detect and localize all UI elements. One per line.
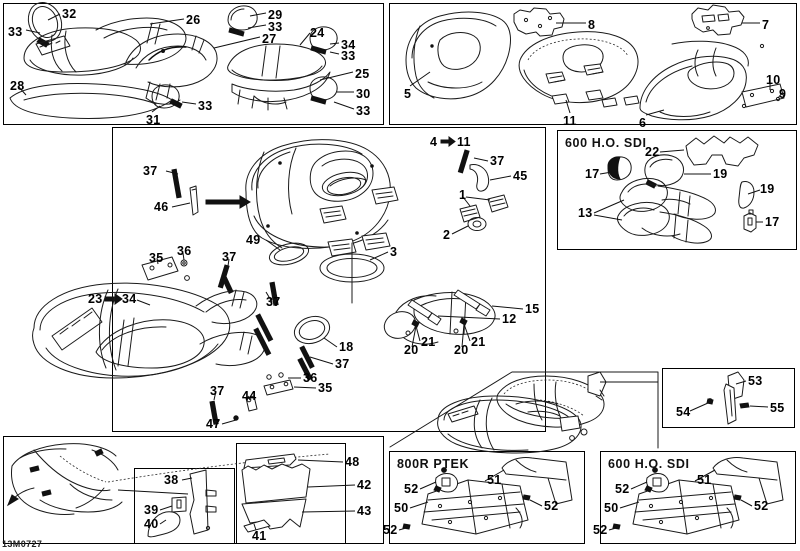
callout-17-b: 17 [765, 215, 780, 229]
callout-40: 40 [144, 517, 159, 531]
callout-25: 25 [355, 67, 370, 81]
sheet-code: 13M0727 [2, 539, 43, 549]
callout-15: 15 [525, 302, 540, 316]
callout-33e: 33 [198, 99, 213, 113]
callout-43: 43 [357, 504, 372, 518]
panel-53-55 [662, 368, 795, 428]
callout-4: 4 [430, 135, 438, 149]
callout-37-c: 37 [222, 250, 237, 264]
callout-52-ptek-b: 52 [544, 499, 559, 513]
callout-17-a: 17 [585, 167, 600, 181]
callout-19-a: 19 [713, 167, 728, 181]
callout-2: 2 [443, 228, 451, 242]
callout-29: 29 [268, 8, 283, 22]
panel-top-right [389, 3, 797, 125]
callout-36-a: 36 [177, 244, 192, 258]
callout-52-sdi-c: 52 [593, 523, 608, 537]
callout-1-a: 1 [459, 188, 467, 202]
callout-54: 54 [676, 405, 691, 419]
panel-title-800r-ptek: 800R PTEK [397, 457, 470, 471]
callout-50-sdi: 50 [604, 501, 619, 515]
callout-26: 26 [186, 13, 201, 27]
callout-37-f: 37 [210, 384, 225, 398]
callout-5: 5 [404, 87, 412, 101]
callout-34-center: 34 [122, 292, 137, 306]
callout-20-b: 20 [454, 343, 469, 357]
callout-42: 42 [357, 478, 372, 492]
callout-24: 24 [310, 26, 325, 40]
callout-8: 8 [588, 18, 596, 32]
callout-37-a: 37 [490, 154, 505, 168]
callout-33d: 33 [356, 104, 371, 118]
callout-33c: 33 [341, 49, 356, 63]
callout-47: 47 [206, 417, 221, 431]
callout-52-sdi-a: 52 [615, 482, 630, 496]
callout-46: 46 [154, 200, 169, 214]
callout-12: 12 [502, 312, 517, 326]
callout-30: 30 [356, 87, 371, 101]
panel-top-left [3, 3, 384, 125]
panel-800r-ptek: 800R PTEK [389, 451, 585, 544]
callout-21-b: 21 [471, 335, 486, 349]
callout-52-sdi-b: 52 [754, 499, 769, 513]
panel-center-main [112, 127, 546, 432]
callout-33b: 33 [268, 20, 283, 34]
callout-20-a: 20 [404, 343, 419, 357]
panel-600-ho-sdi-upper: 600 H.O. SDI [557, 130, 797, 250]
callout-39: 39 [144, 503, 159, 517]
callout-44: 44 [242, 389, 257, 403]
callout-10: 10 [766, 73, 781, 87]
callout-45: 45 [513, 169, 528, 183]
callout-50-ptek: 50 [394, 501, 409, 515]
callout-13: 13 [578, 206, 593, 220]
callout-48: 48 [345, 455, 360, 469]
callout-41: 41 [252, 529, 267, 543]
callout-37-e: 37 [335, 357, 350, 371]
callout-55: 55 [770, 401, 785, 415]
callout-9: 9 [779, 87, 787, 101]
callout-34: 34 [341, 38, 356, 52]
callout-7: 7 [762, 18, 770, 32]
callout-21-a: 21 [421, 335, 436, 349]
callout-35-b: 35 [318, 381, 333, 395]
callout-32: 32 [62, 7, 77, 21]
callout-52-ptek-c: 52 [383, 523, 398, 537]
callout-27: 27 [262, 32, 277, 46]
panel-title-600-ho-sdi-lower: 600 H.O. SDI [608, 457, 690, 471]
callout-35-a: 35 [149, 251, 164, 265]
callout-33: 33 [8, 25, 23, 39]
callout-3: 3 [390, 245, 398, 259]
callout-22: 22 [645, 145, 660, 159]
callout-36-b: 36 [303, 371, 318, 385]
callout-6: 6 [639, 116, 647, 130]
callout-11-topright: 11 [563, 114, 577, 128]
callout-53: 53 [748, 374, 763, 388]
panel-title-600-ho-sdi-upper: 600 H.O. SDI [565, 136, 647, 150]
callout-51-ptek: 51 [487, 473, 502, 487]
callout-11-center: 11 [457, 135, 471, 149]
callout-28: 28 [10, 79, 25, 93]
panel-600-ho-sdi-lower: 600 H.O. SDI [600, 451, 796, 544]
panel-42-43 [236, 443, 346, 544]
callout-23: 23 [88, 292, 103, 306]
callout-37-d: 37 [266, 295, 281, 309]
callout-52-ptek-a: 52 [404, 482, 419, 496]
callout-31: 31 [146, 113, 161, 127]
callout-51-sdi: 51 [697, 473, 712, 487]
callout-49: 49 [246, 233, 261, 247]
callout-38: 38 [164, 473, 179, 487]
callout-37-b: 37 [143, 164, 158, 178]
callout-19-b: 19 [760, 182, 775, 196]
callout-18: 18 [339, 340, 354, 354]
